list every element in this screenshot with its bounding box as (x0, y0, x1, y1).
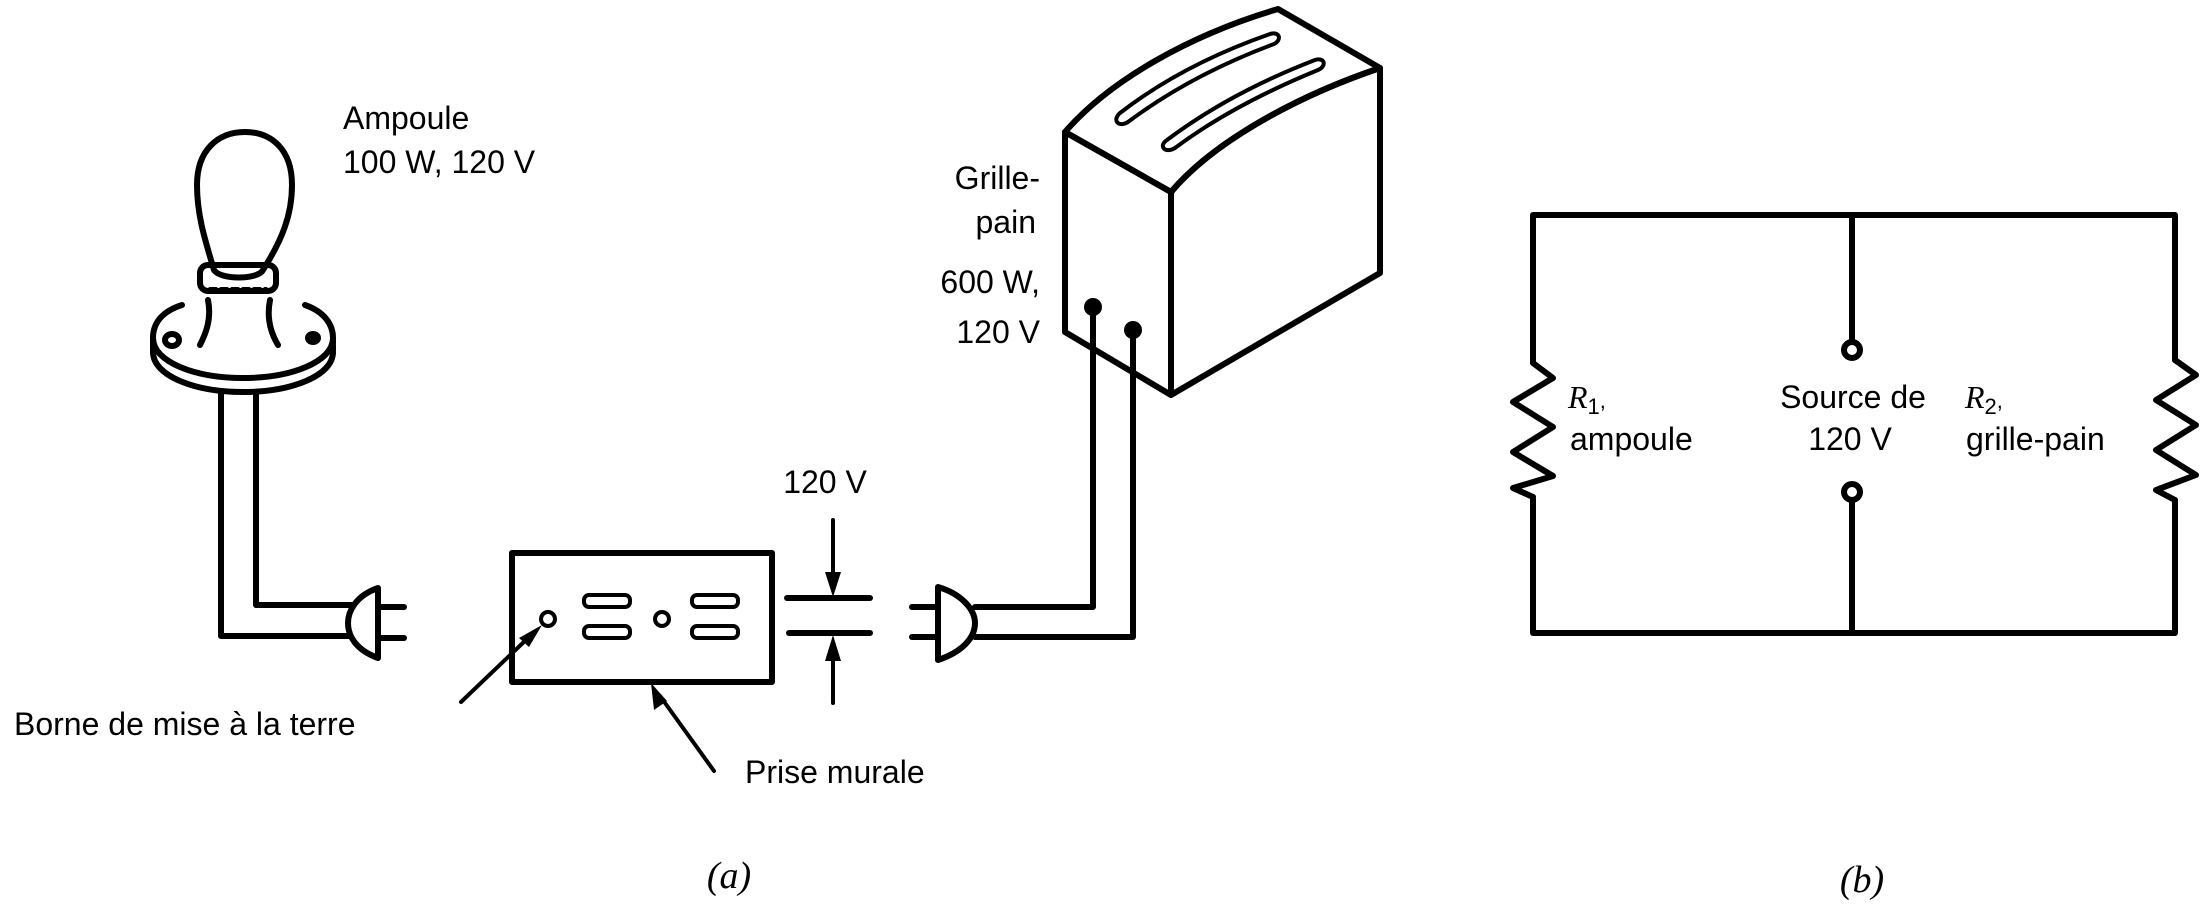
toaster-name-line2: pain (976, 204, 1037, 240)
arrow-icon (519, 625, 542, 647)
toaster-icon (1062, 6, 1383, 398)
toaster-rating-line2: 120 V (956, 314, 1040, 350)
panel-b: R1, ampoule Source de 120 V R2, grille-p… (1510, 212, 2199, 901)
toaster-end-face (1062, 129, 1174, 398)
bulb-socket (197, 297, 281, 348)
outlet-slot (582, 624, 632, 640)
toaster-plug-icon (909, 584, 978, 663)
voltage-indicator (784, 518, 873, 705)
toaster-terminal (1124, 321, 1142, 339)
bulb-glass (194, 129, 295, 281)
outlet-center-screw (653, 610, 671, 628)
ground-terminal-label: Borne de mise à la terre (14, 706, 356, 742)
toaster-terminal (1084, 298, 1102, 316)
caption-a: (a) (707, 855, 751, 897)
toaster-slot (1160, 57, 1326, 153)
toaster-cord (972, 304, 1136, 640)
resistor-r1-icon (1510, 360, 1556, 500)
bulb-cord (218, 389, 355, 639)
outlet-leader (658, 694, 716, 773)
bulb-name-label: Ampoule (343, 100, 469, 136)
toaster-top (1062, 6, 1383, 195)
bulb-base (150, 302, 336, 381)
bulb-plug-icon (345, 585, 407, 661)
ground-terminal-leader (459, 636, 530, 704)
arrow-icon (651, 683, 667, 710)
r1-symbol: R1, (1567, 379, 1606, 419)
base-screw-hole-right (305, 331, 321, 345)
base-screw-hole-left (162, 331, 182, 349)
r2-label: grille-pain (1966, 421, 2105, 457)
arrow-down-icon (825, 572, 841, 597)
toaster-rating-line1: 600 W, (940, 264, 1040, 300)
source-terminal-top (1841, 339, 1863, 361)
panel-a: Ampoule 100 W, 120 V 120 V (14, 6, 1383, 897)
ground-terminal-hole (539, 610, 557, 628)
wall-outlet-icon (509, 550, 775, 685)
outlet-slot (582, 593, 632, 609)
toaster-side-face (1168, 65, 1383, 398)
source-label-line2: 120 V (1808, 421, 1892, 457)
outlet-slot (690, 593, 740, 609)
arrow-up-icon (825, 635, 841, 661)
light-bulb-icon (150, 129, 336, 395)
outlet-label: Prise murale (745, 754, 925, 790)
outlet-voltage-label: 120 V (783, 464, 867, 500)
toaster-slot (1114, 31, 1281, 127)
r2-symbol: R2, (1964, 379, 2003, 419)
r1-label: ampoule (1570, 421, 1693, 457)
source-label-line1: Source de (1780, 379, 1926, 415)
resistor-r2-icon (2153, 357, 2199, 503)
toaster-name-line1: Grille- (955, 160, 1040, 196)
outlet-slot (690, 624, 740, 640)
caption-b: (b) (1840, 859, 1884, 901)
bulb-rating-label: 100 W, 120 V (343, 144, 536, 180)
